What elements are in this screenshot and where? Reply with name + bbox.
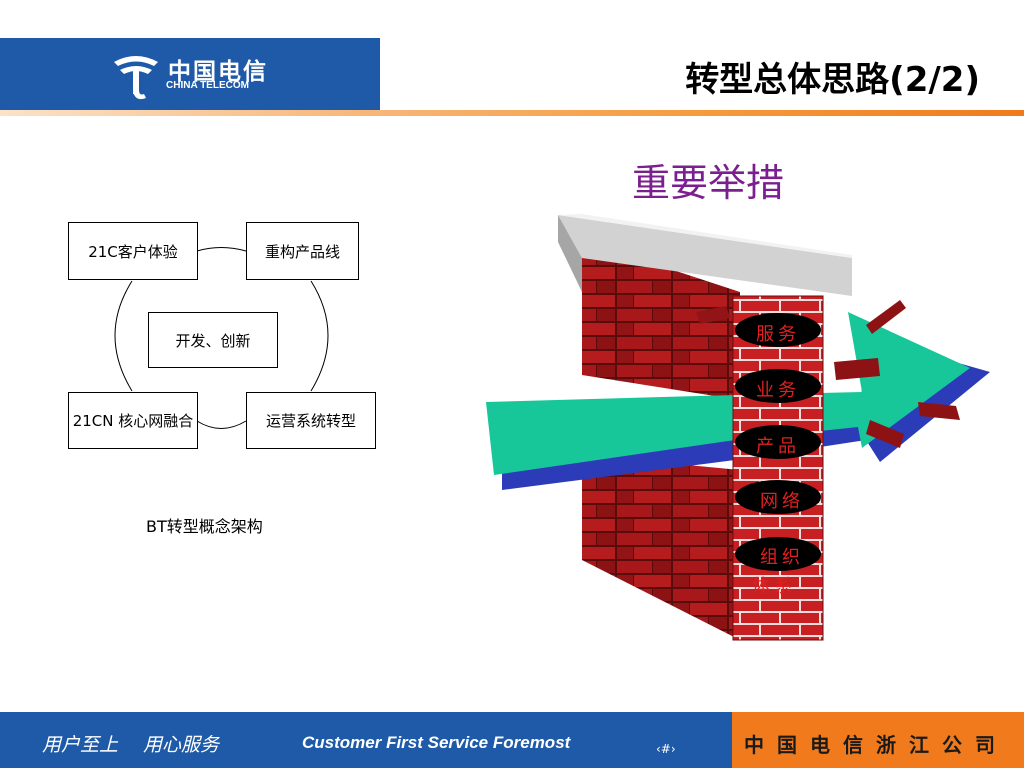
logo-text: 中国电信 [168,59,268,85]
wall-label-business: 业务 [756,380,800,401]
diagram-caption: BT转型概念架构 [146,517,263,536]
brick-wall-illustration [486,214,990,641]
diagram-box-customer-experience: 21C客户体验 [68,222,198,280]
logo-subtext: CHINA TELECOM [166,80,249,91]
china-telecom-logo-icon [114,56,158,100]
footer-company-name: 中国电信浙江公司 [744,733,1008,757]
footer-company-band [732,712,1024,768]
wall-label-network: 网络 [760,491,804,512]
diagram-box-innovation: 开发、创新 [148,312,278,368]
wall-label-organization: 组织 [760,547,804,568]
diagram-box-product-line: 重构产品线 [246,222,359,280]
header-divider [0,110,1024,116]
slide-title: 转型总体思路(2/2) [685,60,980,100]
wall-label-product: 产品 [756,436,800,457]
footer-slogan: 用户至上 用心服务 [42,734,220,756]
section-subtitle: 重要举措 [632,161,785,205]
wall-label-service: 服务 [756,324,800,345]
diagram-box-core-network: 21CN 核心网融合 [68,392,198,449]
footer-english-slogan: Customer First Service Foremost [302,733,571,752]
header-band [0,38,380,110]
wall-label-system: 体系 [752,576,796,597]
diagram-box-operations: 运营系统转型 [246,392,376,449]
page-number: ‹#› [656,742,676,756]
